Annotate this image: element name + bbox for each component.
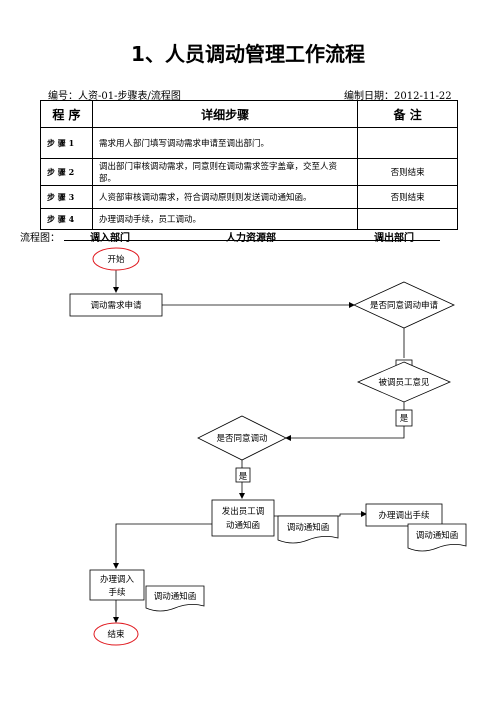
code-value: 人资-01-步骤表/流程图 [78,91,181,102]
lane-header-underline [64,240,440,241]
page-title: 1、人员调动管理工作流程 [131,42,365,66]
table-row: 步 骤 3 人资部审核调动需求，符合调动原则则发送调动通知函。 否则结束 [40,185,458,209]
flow-label: 流程图： [20,233,60,244]
lane-header-hr: 人力资源部 [226,233,276,244]
table-row: 步 骤 2 调出部门审核调动需求，同意则在调动需求签字盖章，交至人资部。 否则结… [40,158,458,186]
request-text: 调动需求申请 [90,300,142,311]
document-text-3: 调动通知函 [154,591,197,602]
detail-cell: 办理调动手续，员工调动。 [91,208,359,230]
date-value: 2012-11-22 [394,91,452,102]
transfer-in-node: 办理调入 手续 [89,569,145,601]
transfer-out-node: 办理调出手续 [365,503,443,527]
transfer-in-text-1: 办理调入 [100,574,135,585]
lane-header-transfer-in: 调入部门 [90,233,130,244]
decision-out-agree: 是否同意调动申请 [353,281,455,329]
start-node: 开始 [92,247,140,271]
document-text-2: 调动通知函 [416,530,459,541]
document-node-3: 调动通知函 [145,585,205,612]
transfer-out-text: 办理调出手续 [378,510,430,521]
arrow-issue-to-transfer-in [113,523,212,569]
document-node-2: 调动通知函 [407,523,467,552]
document-text-1: 调动通知函 [287,522,330,533]
decision-out-agree-text: 是否同意调动申请 [370,300,439,311]
request-node: 调动需求申请 [69,293,163,317]
detail-cell: 调出部门审核调动需求，同意则在调动需求签字盖章，交至人资部。 [91,158,359,186]
yes-text-3: 是 [239,472,248,482]
step-cell: 步 骤 2 [40,158,93,186]
yes-box-3: 是 [235,467,251,483]
decision-hr-agree-text: 是否同意调动 [216,433,268,444]
lane-header-transfer-out: 调出部门 [374,233,414,244]
steps-table: 程 序 详细步骤 备 注 步 骤 1 需求用人部门填写调动需求申请至调出部门。 … [40,100,458,230]
step-cell: 步 骤 3 [40,185,93,209]
end-node: 结束 [93,622,139,646]
issue-notice-node: 发出员工调 动通知函 [211,499,275,537]
detail-cell: 需求用人部门填写调动需求申请至调出部门。 [91,127,359,159]
table-row: 步 骤 4 办理调动手续，员工调动。 [40,208,458,230]
issue-notice-text-1: 发出员工调 [222,506,265,517]
issue-notice-text-2: 动通知函 [226,520,260,531]
connectors [113,270,405,623]
decision-employee-text: 被调员工意见 [378,377,430,388]
table-row: 步 骤 1 需求用人部门填写调动需求申请至调出部门。 [40,127,458,159]
start-text: 开始 [107,254,125,265]
header-note: 备 注 [357,100,458,128]
decision-employee: 被调员工意见 [356,361,452,403]
note-cell [357,208,458,230]
transfer-in-text-2: 手续 [108,587,126,598]
document-node-1: 调动通知函 [277,515,339,544]
yes-box-2: 是 [395,409,413,427]
document-code: 编号：人资-01-步骤表/流程图 [48,87,181,102]
detail-cell: 人资部审核调动需求，符合调动原则则发送调动通知函。 [91,185,359,209]
code-label: 编号： [48,91,78,102]
date-label: 编制日期： [344,91,394,102]
arrow-yes2-to-hr-decision [285,424,405,441]
yes-text-2: 是 [400,414,409,424]
decision-hr-agree: 是否同意调动 [197,415,287,461]
compile-date: 编制日期：2012-11-22 [344,87,452,102]
end-text: 结束 [107,629,125,640]
